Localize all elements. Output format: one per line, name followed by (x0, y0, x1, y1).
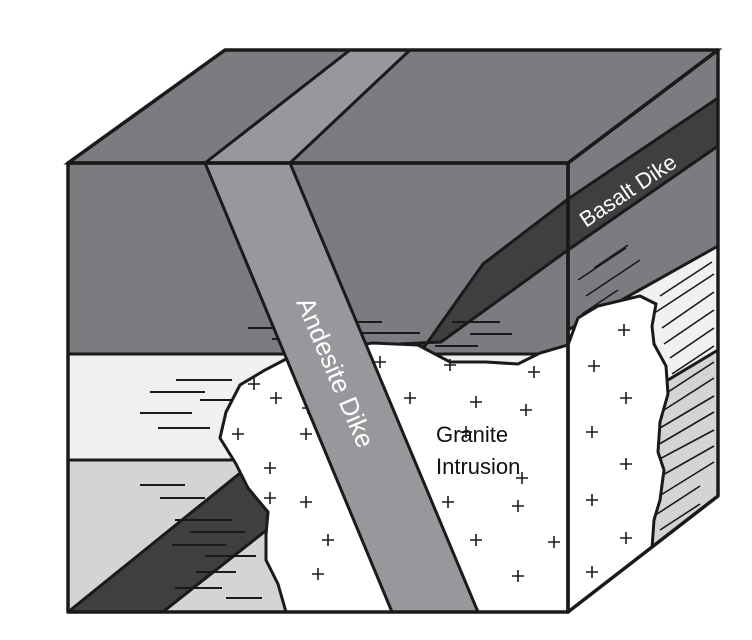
granite-intrusion-label-line2: Intrusion (436, 454, 520, 479)
side-face (568, 50, 718, 612)
block-outline (66, 48, 720, 614)
front-face (68, 163, 568, 612)
andesite-dike-front (202, 163, 481, 612)
granite-plus-marks (232, 356, 560, 582)
side-hatch-marks (577, 244, 715, 531)
granite-intrusion-side (568, 294, 670, 612)
granite-intrusion-label-line1: Granite (436, 422, 508, 447)
side-plus-marks (586, 324, 632, 578)
basalt-dike-side (568, 95, 718, 253)
